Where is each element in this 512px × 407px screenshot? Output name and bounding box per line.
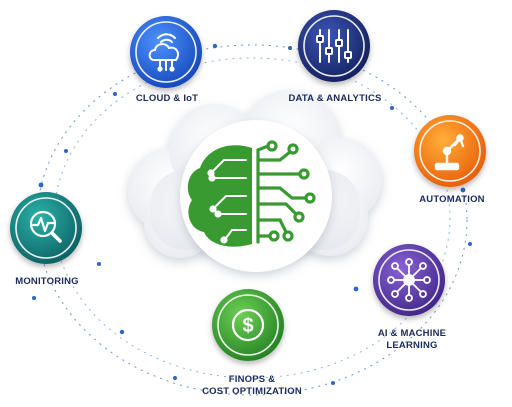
label-ai-ml-line1: AI & MACHINE [377, 328, 447, 339]
node-cloud-iot[interactable] [130, 16, 202, 88]
label-ai-ml-line2: LEARNING [386, 340, 438, 351]
label-automation: AUTOMATION [412, 194, 492, 206]
magnifier-pulse-icon [29, 210, 62, 243]
label-data-analytics: DATA & ANALYTICS [285, 93, 385, 105]
label-finops-line2: COST OPTIMIZATION [202, 386, 302, 397]
label-ai-ml: AI & MACHINE LEARNING [372, 328, 452, 352]
node-finops[interactable] [212, 289, 284, 361]
label-data-analytics-text: DATA & ANALYTICS [288, 93, 382, 104]
label-monitoring: MONITORING [8, 276, 86, 288]
label-cloud-iot-text: CLOUD & IoT [135, 93, 199, 104]
label-cloud-iot: CLOUD & IoT [131, 93, 203, 105]
robot-arm-icon [434, 134, 465, 171]
neural-network-icon [387, 258, 431, 302]
label-automation-text: AUTOMATION [419, 194, 485, 205]
brain-left-circuits [207, 159, 247, 244]
sliders-icon [316, 29, 352, 63]
orbit-ring-inner [53, 57, 451, 379]
circuit-brain-icon [187, 140, 316, 247]
orbit-ring-outer [36, 44, 468, 396]
cloud-wifi-icon [148, 33, 179, 72]
label-finops-line1: FINOPS & [228, 374, 276, 385]
label-finops: FINOPS & COST OPTIMIZATION [196, 374, 308, 398]
svg-text:$: $ [242, 315, 253, 337]
orbit-dots [32, 43, 472, 385]
node-data-analytics[interactable] [298, 10, 370, 82]
dollar-icon: $ [231, 308, 265, 342]
label-monitoring-text: MONITORING [15, 276, 79, 287]
